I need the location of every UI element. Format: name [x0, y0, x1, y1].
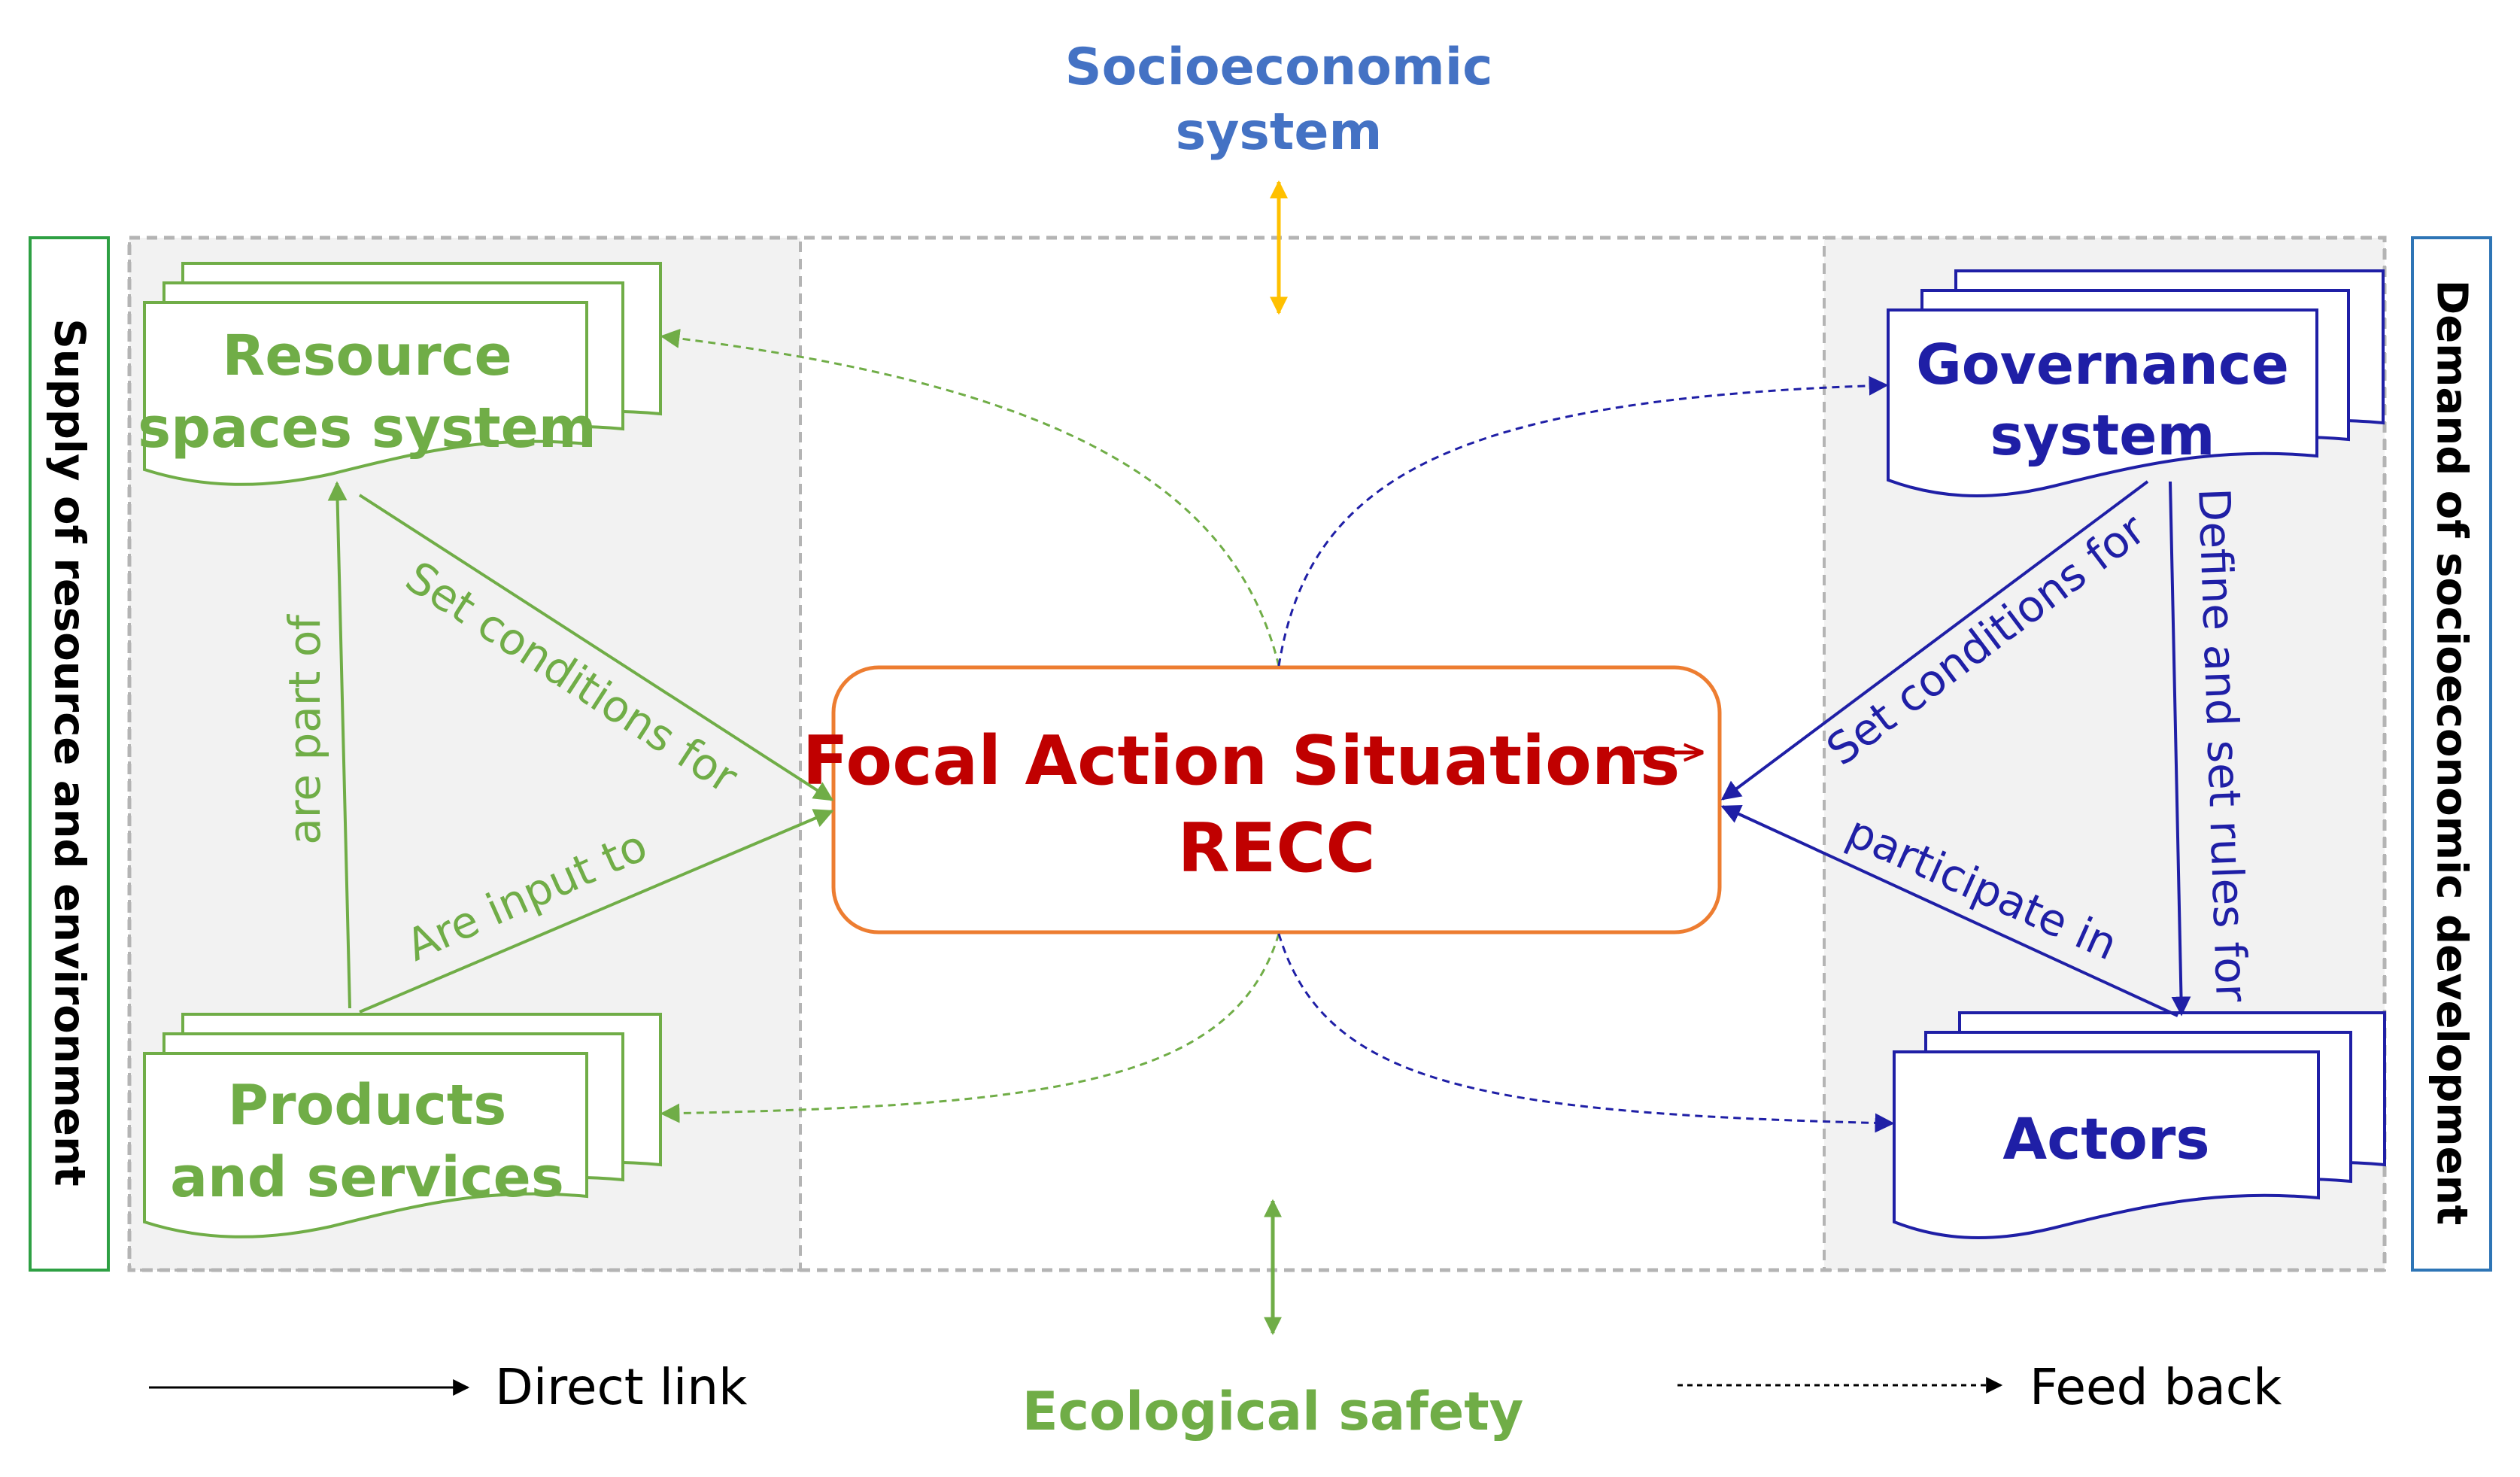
- right-side-banner: Demand of socioeconomic development: [2411, 236, 2492, 1272]
- socioeconomic-system-title-line1: Socioeconomic: [1065, 38, 1493, 97]
- right-side-label: Demand of socioeconomic development: [2427, 280, 2476, 1226]
- label-are-part-of: are part of: [279, 614, 330, 845]
- ecological-safety-label: Ecological safety: [1022, 1381, 1524, 1442]
- resource-spaces-title-line1: Resource: [222, 324, 512, 388]
- link-products-to-focal: [359, 809, 834, 1014]
- legend-direct-label: Direct link: [495, 1358, 748, 1416]
- feedback-to-governance: [1277, 375, 1889, 667]
- focal-title-line2: RECC: [1178, 809, 1376, 888]
- legend-feedback-label: Feed back: [2030, 1358, 2282, 1416]
- outer-dashed-frame: [127, 236, 2387, 1272]
- feedback-to-products: [660, 933, 1280, 1123]
- feedback-to-resource: [660, 328, 1280, 667]
- actors-node: [1893, 1011, 2386, 1240]
- resource-spaces-node: [143, 262, 662, 486]
- link-governance-to-actors: [2169, 481, 2191, 1017]
- link-products-to-resource: [327, 481, 351, 1009]
- products-services-title-line2: and services: [170, 1145, 564, 1210]
- legend: Direct link Feed back: [149, 1358, 2282, 1416]
- products-services-title-line1: Products: [228, 1073, 507, 1138]
- resource-spaces-title-line2: spaces system: [138, 396, 597, 460]
- products-services-node: [143, 1013, 662, 1238]
- link-resource-to-focal: [358, 494, 834, 801]
- governance-system-node: [1887, 269, 2385, 497]
- governance-title-line2: system: [1990, 403, 2215, 468]
- left-side-label: Supply of resource and environment: [45, 318, 94, 1186]
- link-actors-to-focal: [1720, 804, 2178, 1017]
- feedback-to-actors: [1277, 933, 1895, 1133]
- governance-title-line1: Governance: [1916, 333, 2289, 397]
- link-governance-to-focal: [1720, 480, 2149, 801]
- socioeconomic-system-title-line2: system: [1176, 102, 1383, 162]
- left-side-banner: Supply of resource and environment: [29, 236, 110, 1272]
- focal-title-line1: Focal Action Situations: [803, 722, 1681, 801]
- actors-title: Actors: [2002, 1105, 2209, 1172]
